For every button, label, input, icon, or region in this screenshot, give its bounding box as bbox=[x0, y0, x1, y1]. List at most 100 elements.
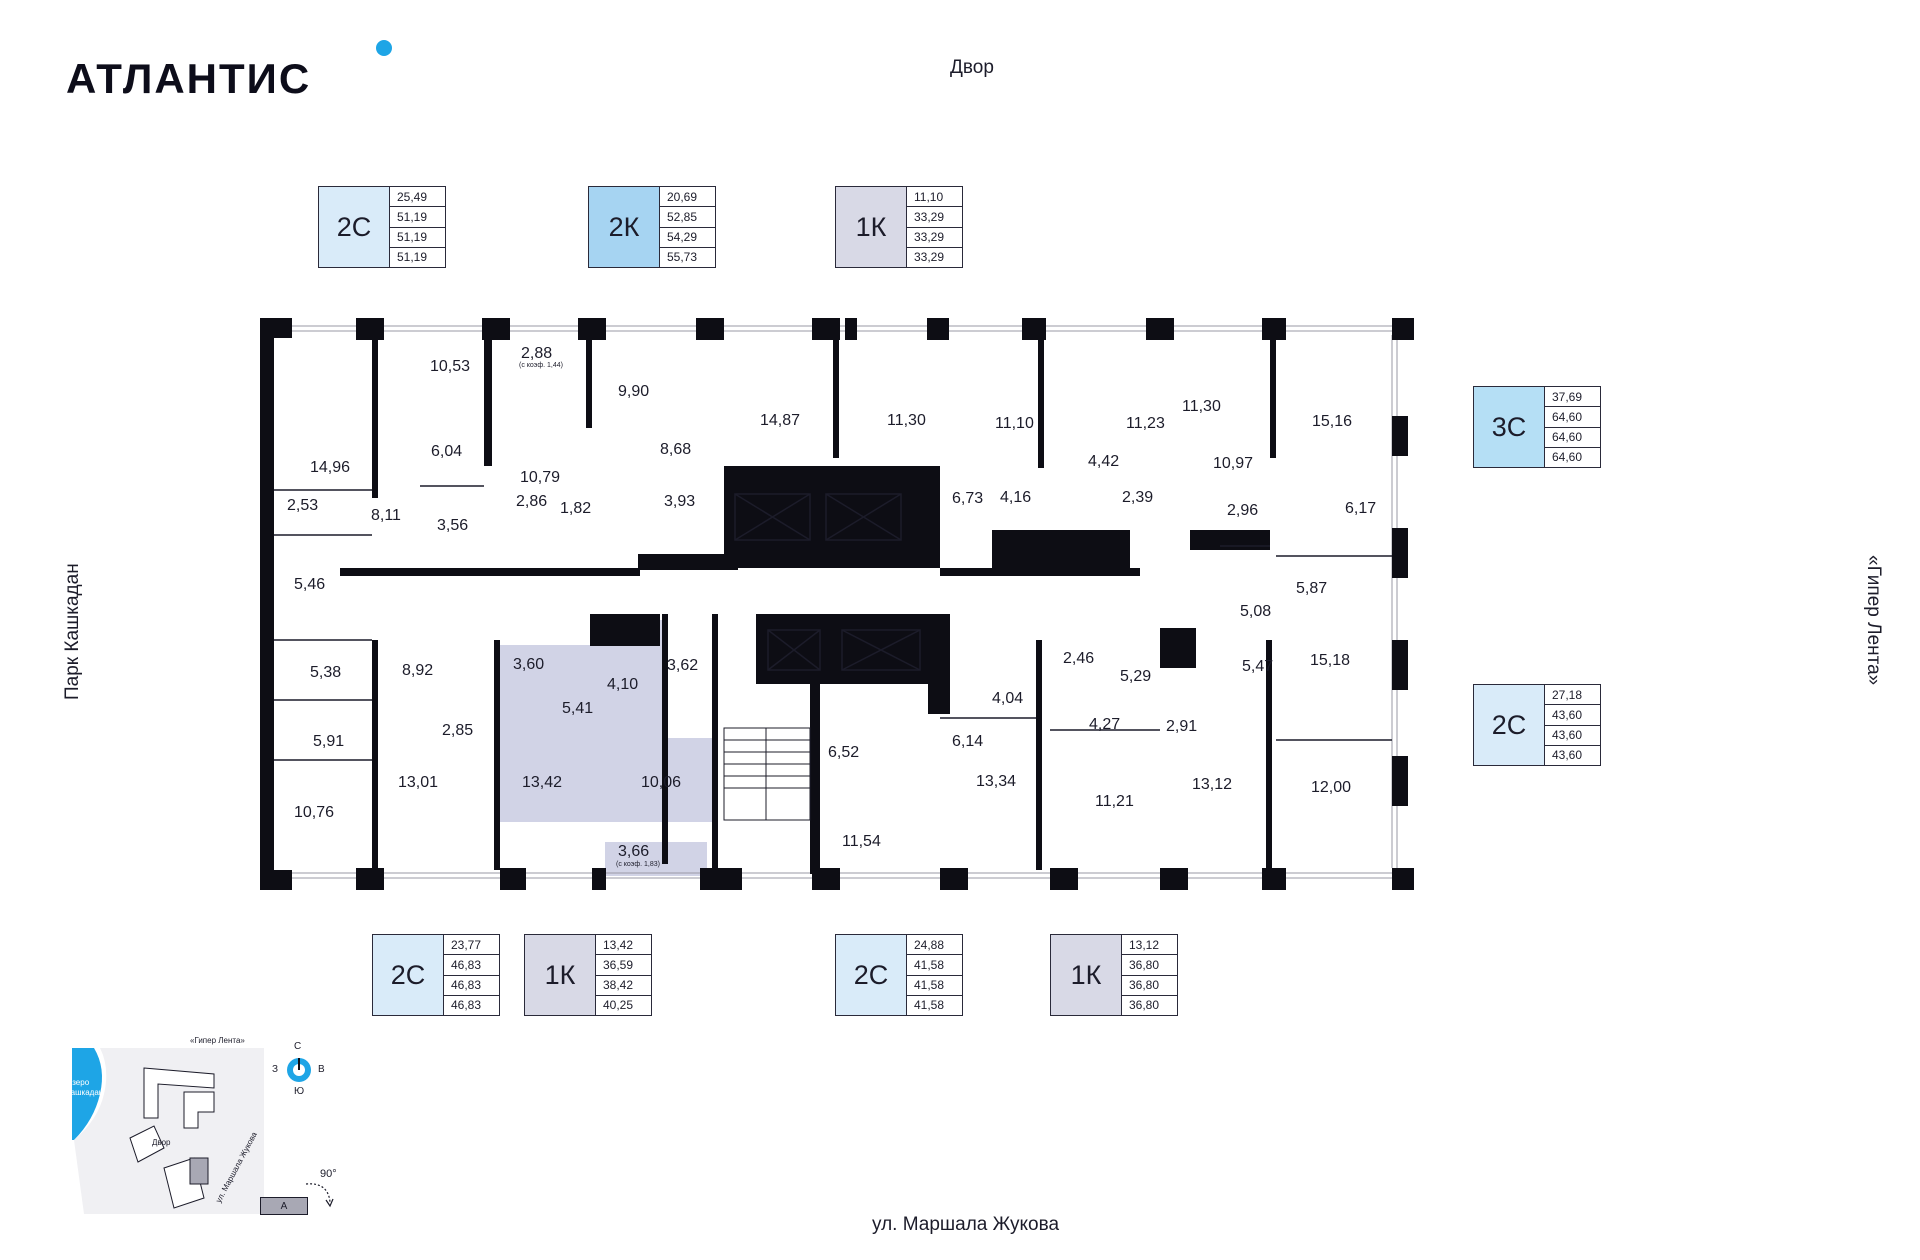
room-area: 4,10 bbox=[607, 676, 639, 693]
apartment-card-1k-bottom-highlight[interactable]: 1К 13,42 36,59 38,42 40,25 bbox=[524, 934, 652, 1016]
area-value: 64,60 bbox=[1545, 428, 1600, 448]
room-area: 5,38 bbox=[310, 664, 342, 681]
room-area: 4,04 bbox=[992, 690, 1024, 707]
room-area: 8,68 bbox=[660, 441, 692, 458]
apartment-card-1k-top[interactable]: 1К 11,10 33,29 33,29 33,29 bbox=[835, 186, 963, 268]
apartment-card-1k-bottom-right[interactable]: 1К 13,12 36,80 36,80 36,80 bbox=[1050, 934, 1178, 1016]
room-area: 3,62 bbox=[667, 657, 699, 674]
apartment-type: 2С bbox=[836, 935, 907, 1015]
area-value: 13,12 bbox=[1122, 935, 1177, 956]
room-area: 2,39 bbox=[1122, 489, 1154, 506]
apartment-card-2s-bottom-left[interactable]: 2С 23,77 46,83 46,83 46,83 bbox=[372, 934, 500, 1016]
area-value: 41,58 bbox=[907, 976, 962, 996]
apartment-card-2k-top[interactable]: 2К 20,69 52,85 54,29 55,73 bbox=[588, 186, 716, 268]
area-value: 37,69 bbox=[1545, 387, 1600, 408]
apartment-areas: 23,77 46,83 46,83 46,83 bbox=[444, 935, 499, 1015]
room-area: 2,85 bbox=[442, 722, 474, 739]
area-value: 46,83 bbox=[444, 955, 499, 976]
room-area: 10,97 bbox=[1213, 455, 1254, 472]
label-street: ул. Маршала Жукова bbox=[872, 1214, 1060, 1235]
room-area: 2,86 bbox=[516, 493, 548, 510]
apartment-areas: 37,69 64,60 64,60 64,60 bbox=[1545, 387, 1600, 467]
room-area: 5,29 bbox=[1120, 668, 1152, 685]
area-value: 43,60 bbox=[1545, 726, 1600, 746]
apartment-type: 1К bbox=[836, 187, 907, 267]
area-value: 64,60 bbox=[1552, 450, 1583, 465]
room-area: 6,52 bbox=[828, 744, 860, 761]
area-value: 11,10 bbox=[907, 187, 962, 208]
rotate-arrow-icon bbox=[305, 1183, 334, 1208]
apartment-type: 1К bbox=[525, 935, 596, 1015]
room-area: 13,42 bbox=[522, 774, 563, 791]
room-area: 11,54 bbox=[842, 833, 881, 850]
apartment-areas: 11,10 33,29 33,29 33,29 bbox=[907, 187, 962, 267]
room-area: 2,88 bbox=[521, 345, 553, 362]
room-area: 8,92 bbox=[402, 662, 434, 679]
apartment-type: 2С bbox=[373, 935, 444, 1015]
area-value: 51,19 bbox=[390, 207, 445, 228]
room-area: 1,82 bbox=[560, 500, 592, 517]
room-area: 10,53 bbox=[430, 358, 471, 375]
rotation-label: 90° bbox=[320, 1168, 337, 1180]
room-area: 6,04 bbox=[431, 443, 463, 460]
room-area: 5,47 bbox=[1242, 658, 1274, 675]
apartment-card-2s-top-left[interactable]: 2С 25,49 51,19 51,19 51,19 bbox=[318, 186, 446, 268]
compass-west: З bbox=[272, 1064, 279, 1075]
area-value: 38,42 bbox=[596, 976, 651, 996]
lake-shape bbox=[72, 1048, 102, 1140]
room-area: 3,60 bbox=[513, 656, 545, 673]
area-value: 51,19 bbox=[397, 250, 428, 265]
area-value: 36,59 bbox=[596, 955, 651, 976]
room-area: 9,90 bbox=[618, 383, 650, 400]
label-courtyard: Двор bbox=[950, 57, 994, 78]
room-area: 5,08 bbox=[1240, 603, 1272, 620]
room-area: 14,87 bbox=[760, 412, 801, 429]
area-value: 41,58 bbox=[914, 998, 945, 1013]
brand-logo: АТЛАНТИС bbox=[66, 55, 312, 102]
apartment-areas: 13,12 36,80 36,80 36,80 bbox=[1122, 935, 1177, 1015]
apartment-card-3s-right[interactable]: 3С 37,69 64,60 64,60 64,60 bbox=[1473, 386, 1601, 468]
area-value: 46,83 bbox=[444, 976, 499, 996]
room-area: 10,79 bbox=[520, 469, 561, 486]
room-area: 13,01 bbox=[398, 774, 439, 791]
area-value: 40,25 bbox=[603, 998, 634, 1013]
compass-north: С bbox=[294, 1041, 302, 1052]
minimap-label: Двор bbox=[152, 1138, 171, 1147]
section-indicator: А bbox=[260, 1197, 308, 1215]
room-area: 12,00 bbox=[1311, 779, 1352, 796]
staircase bbox=[723, 727, 811, 821]
area-value: 24,88 bbox=[907, 935, 962, 956]
apartment-type: 3С bbox=[1474, 387, 1545, 467]
room-area: 6,17 bbox=[1345, 500, 1377, 517]
room-area: 3,66 bbox=[618, 843, 650, 860]
area-value: 25,49 bbox=[390, 187, 445, 208]
room-area: 13,12 bbox=[1192, 776, 1233, 793]
apartment-type: 2С bbox=[1474, 685, 1545, 765]
area-value: 27,18 bbox=[1545, 685, 1600, 706]
outer-walls bbox=[260, 318, 1414, 890]
apartment-areas: 13,42 36,59 38,42 40,25 bbox=[596, 935, 651, 1015]
room-area: 3,93 bbox=[664, 493, 696, 510]
room-area: 13,34 bbox=[976, 773, 1017, 790]
area-value: 13,42 bbox=[596, 935, 651, 956]
room-area: 5,46 bbox=[294, 576, 326, 593]
building-outlines bbox=[129, 1067, 215, 1209]
room-area: 10,76 bbox=[294, 804, 335, 821]
area-value: 54,29 bbox=[660, 228, 715, 248]
room-area: 10,06 bbox=[641, 774, 682, 791]
room-area: 6,73 bbox=[952, 490, 984, 507]
room-area: 15,16 bbox=[1312, 413, 1353, 430]
room-area: 8,11 bbox=[371, 507, 401, 524]
room-area: 4,27 bbox=[1089, 716, 1121, 733]
brand-logo-dot bbox=[376, 40, 392, 56]
apartment-type: 2К bbox=[589, 187, 660, 267]
area-value: 51,19 bbox=[390, 228, 445, 248]
room-area: 11,21 bbox=[1095, 793, 1134, 810]
area-value: 36,80 bbox=[1129, 998, 1160, 1013]
room-area: 11,23 bbox=[1126, 415, 1165, 432]
apartment-card-2s-right[interactable]: 2С 27,18 43,60 43,60 43,60 bbox=[1473, 684, 1601, 766]
room-area: 11,30 bbox=[887, 412, 926, 429]
apartment-card-2s-bottom-center[interactable]: 2С 24,88 41,58 41,58 41,58 bbox=[835, 934, 963, 1016]
highlighted-apartment-fill bbox=[497, 620, 712, 876]
